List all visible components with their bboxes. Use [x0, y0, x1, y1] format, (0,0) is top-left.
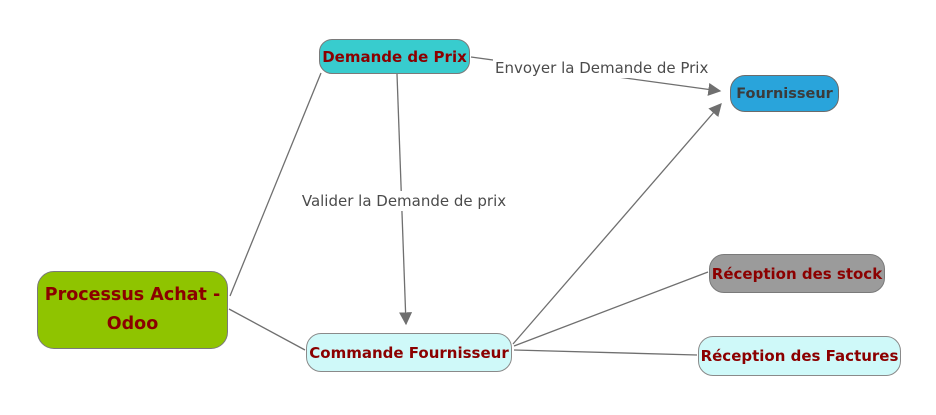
edge-commande-reception-factures: [513, 349, 698, 356]
node-reception-des-stock[interactable]: Réception des stock: [709, 254, 885, 293]
edge-commande-fournisseur: [512, 103, 722, 345]
node-label: Réception des stock: [711, 264, 883, 283]
node-fournisseur[interactable]: Fournisseur: [730, 75, 839, 112]
node-label: Fournisseur: [736, 85, 833, 102]
node-label: Processus Achat - Odoo: [44, 285, 221, 334]
node-label: Commande Fournisseur: [309, 343, 509, 362]
edge-label-envoyer-demande: Envoyer la Demande de Prix: [493, 58, 709, 78]
node-demande-de-prix[interactable]: Demande de Prix: [319, 39, 470, 74]
node-reception-des-factures[interactable]: Réception des Factures: [698, 336, 901, 376]
edge-processus-demande: [229, 72, 322, 297]
node-label: Réception des Factures: [700, 347, 899, 365]
node-label: Demande de Prix: [322, 47, 467, 66]
node-processus-achat-odoo[interactable]: Processus Achat - Odoo: [37, 271, 228, 349]
edge-commande-reception-stock: [513, 271, 709, 347]
edge-label-valider-demande: Valider la Demande de prix: [298, 191, 510, 211]
edge-processus-commande: [228, 308, 306, 351]
node-commande-fournisseur[interactable]: Commande Fournisseur: [306, 333, 512, 372]
